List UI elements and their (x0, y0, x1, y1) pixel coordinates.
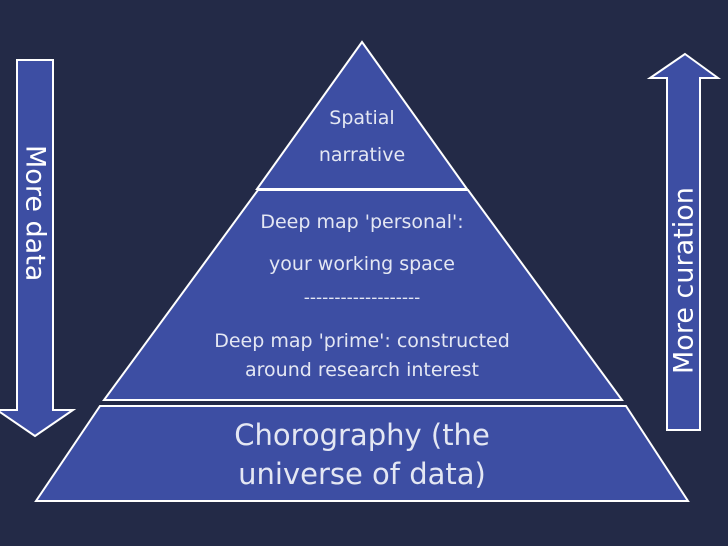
base-tier-label-line2: universe of data) (238, 457, 486, 491)
top-tier-label-line1: Spatial (329, 107, 395, 129)
top-tier-label-line2: narrative (318, 144, 406, 166)
middle-tier-label-line1: Deep map 'personal': (260, 211, 464, 233)
base-tier-label-line1: Chorography (the (234, 418, 490, 452)
middle-tier-label-line4: around research interest (245, 359, 479, 381)
pyramid-base-tier (34, 405, 690, 502)
middle-tier-label-line2: your working space (269, 253, 455, 275)
middle-tier-label-line3: Deep map 'prime': constructed (214, 330, 510, 352)
more-data-label: More data (19, 145, 51, 282)
middle-tier-divider: ------------------- (303, 288, 421, 308)
more-data-arrow (0, 59, 77, 438)
more-curation-label: More curation (668, 187, 700, 374)
more-curation-arrow (646, 52, 722, 431)
pyramid-middle-tier (102, 189, 624, 401)
